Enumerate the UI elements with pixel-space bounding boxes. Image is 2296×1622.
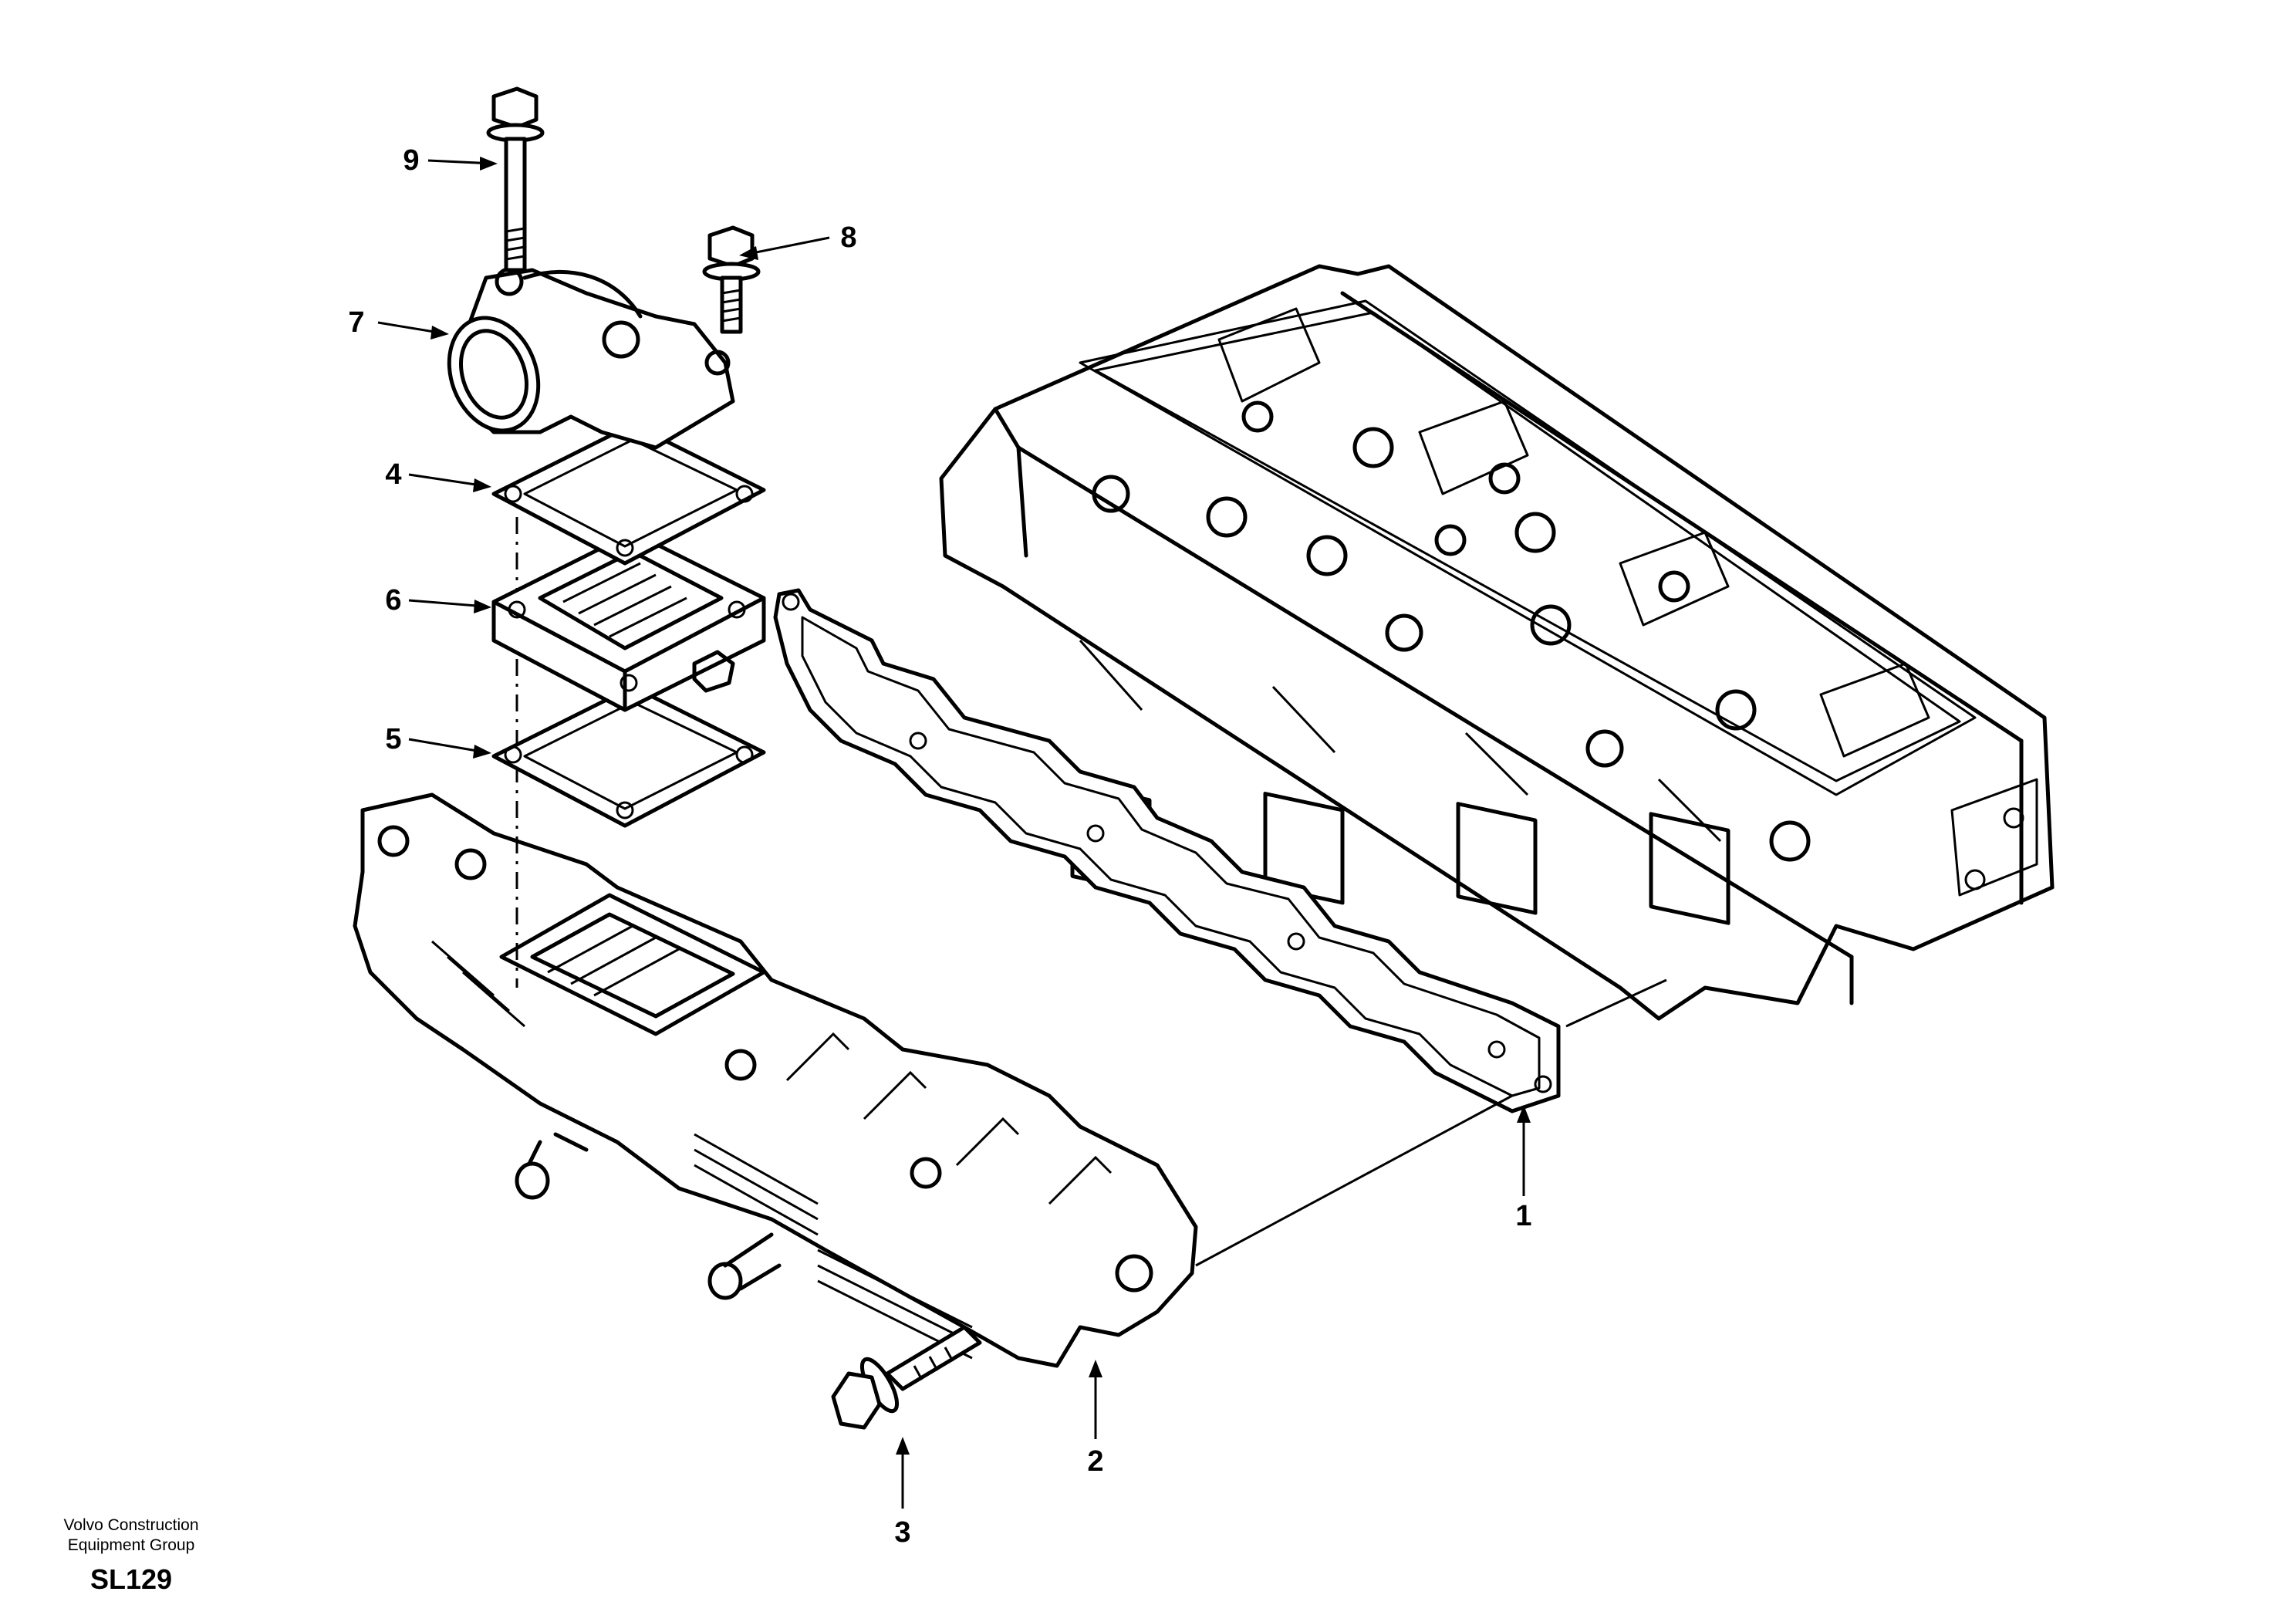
- org-name-line2: Equipment Group: [67, 1536, 195, 1554]
- callout-5: 5: [385, 723, 401, 755]
- short-bolt: [702, 225, 761, 334]
- leader-lines: [377, 157, 1531, 1509]
- org-name-line1: Volvo Construction: [63, 1516, 199, 1534]
- callout-7: 7: [348, 306, 364, 339]
- cylinder-head: [939, 264, 2055, 1021]
- callout-1: 1: [1515, 1200, 1531, 1232]
- callout-3: 3: [894, 1516, 910, 1549]
- flange-bolt: [831, 1325, 982, 1430]
- callout-2: 2: [1087, 1445, 1103, 1478]
- callout-8: 8: [840, 221, 856, 254]
- intake-manifold: [353, 792, 1198, 1368]
- long-bolt: [486, 86, 545, 272]
- callout-6: 6: [385, 584, 401, 617]
- manifold-gasket: [773, 588, 1561, 1113]
- upper-gasket: [491, 422, 766, 566]
- head-bolt-bosses: [1092, 400, 1811, 862]
- lower-gasket: [491, 684, 766, 828]
- callout-4: 4: [385, 458, 401, 491]
- callout-9: 9: [403, 144, 419, 177]
- elbow-outlet: [447, 267, 735, 450]
- footer-block: Volvo Construction Equipment Group SL129: [31, 1516, 231, 1596]
- diagram-code: SL129: [89, 1563, 173, 1595]
